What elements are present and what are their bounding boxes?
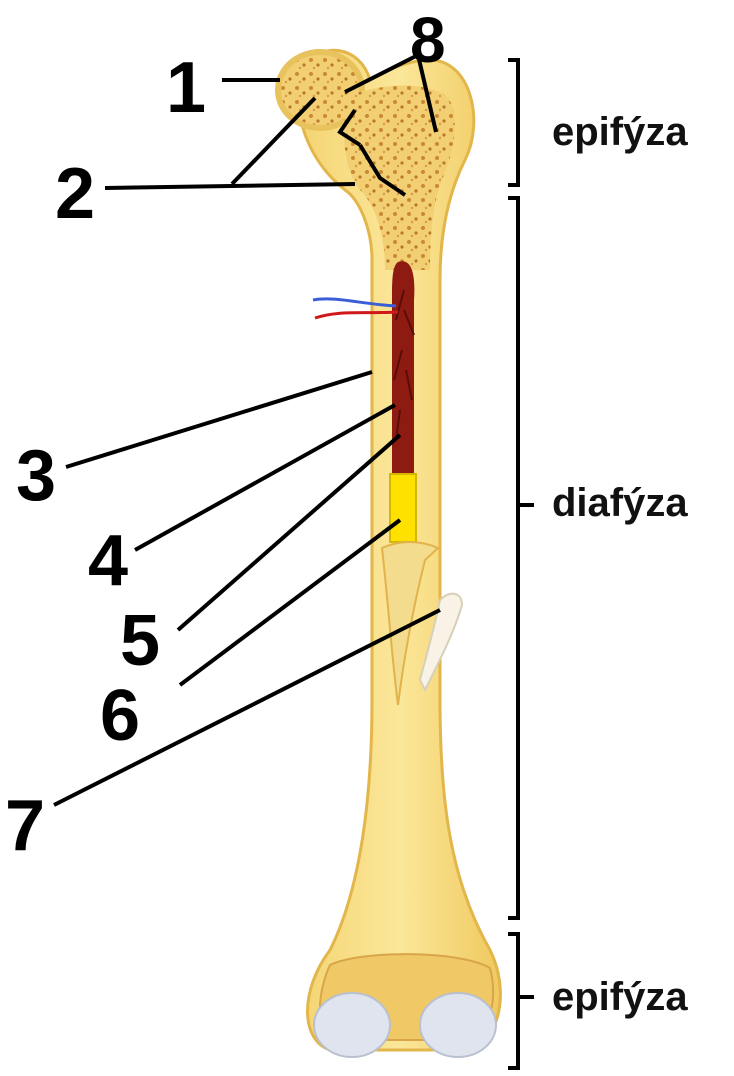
label-6: 6 [100, 676, 140, 756]
region-label-epiphysis-top: epifýza [552, 110, 688, 154]
condyle-right [420, 993, 496, 1057]
label-7: 7 [5, 786, 45, 866]
label-8: 8 [410, 4, 446, 76]
yellow-marrow [390, 474, 416, 542]
condyle-left [314, 993, 390, 1057]
label-1: 1 [166, 48, 206, 128]
region-label-epiphysis-bottom: epifýza [552, 975, 688, 1019]
label-3: 3 [16, 436, 56, 516]
region-label-diaphysis: diafýza [552, 481, 688, 525]
label-4: 4 [88, 521, 128, 601]
label-2: 2 [55, 154, 95, 234]
region-brackets [508, 60, 534, 1068]
label-5: 5 [120, 601, 160, 681]
